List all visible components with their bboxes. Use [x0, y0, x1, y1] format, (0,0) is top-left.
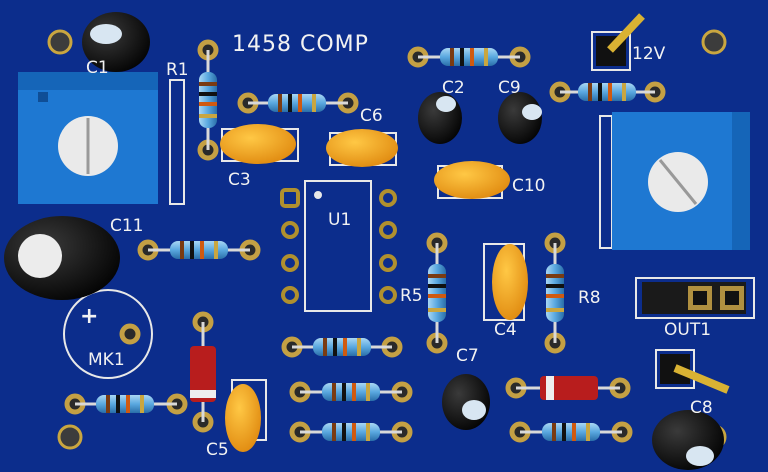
pin-headers	[596, 13, 746, 394]
resistors	[75, 48, 655, 441]
ceramic-capacitors	[220, 124, 528, 452]
label-c5: C5	[206, 440, 229, 460]
diodes	[190, 322, 620, 422]
u1-pin1-marker	[314, 191, 322, 199]
label-r8: R8	[578, 288, 601, 308]
microphone-polarity-mark: +	[80, 304, 99, 329]
microphone-label: MK1	[88, 350, 125, 370]
label-c1: C1	[86, 58, 109, 78]
electrolytic-capacitors	[4, 12, 724, 470]
label-c9: C9	[498, 78, 521, 98]
label-c8: C8	[690, 398, 713, 418]
label-c3: C3	[228, 170, 251, 190]
trimmer-potentiometers	[18, 72, 750, 250]
label-c6: C6	[360, 106, 383, 126]
power-label: 12V	[632, 44, 666, 64]
label-c10: C10	[512, 176, 546, 196]
label-c2: C2	[442, 78, 465, 98]
label-u1: U1	[328, 210, 352, 230]
label-r5: R5	[400, 286, 423, 306]
label-c11: C11	[110, 216, 144, 236]
label-c4: C4	[494, 320, 517, 340]
u1-pads	[280, 188, 397, 304]
microphone-footprint	[119, 323, 141, 345]
board-title: 1458 COMP	[232, 32, 369, 57]
label-r1: R1	[166, 60, 189, 80]
label-c7: C7	[456, 346, 479, 366]
output-label: OUT1	[664, 320, 712, 340]
